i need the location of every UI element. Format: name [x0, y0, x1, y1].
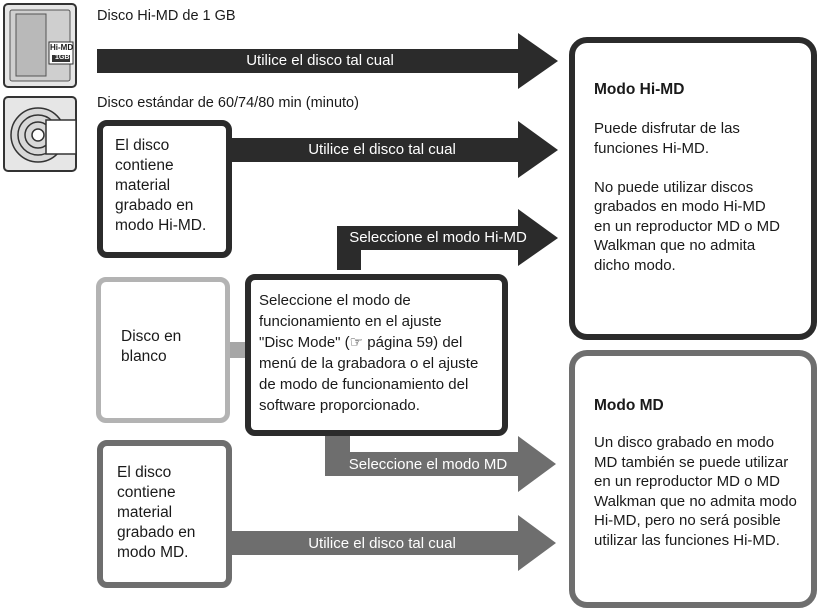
hi-md-disc-arrow — [97, 33, 558, 89]
recorded-hi-md-box — [97, 120, 232, 258]
recorded-md-text: El disco contiene material grabado en mo… — [117, 464, 196, 561]
blank-to-select-connector — [228, 342, 250, 358]
select-mode-text: Seleccione el modo de funcionamiento en … — [259, 292, 479, 414]
select-hi-md-arrow — [337, 209, 558, 270]
hi-md-badge-line2: 1GB — [55, 54, 70, 61]
standard-disc-caption: Disco estándar de 60/74/80 min (minuto) — [97, 95, 359, 111]
md-mode-title: Modo MD — [594, 397, 664, 414]
hi-md-icon-badge-capacity: 1GB — [55, 54, 69, 62]
hi-md-disc-caption: Disco Hi-MD de 1 GB — [97, 8, 236, 24]
select-hi-md-arrow-label: Seleccione el modo Hi-MD — [349, 229, 527, 246]
md-mode-body: Un disco grabado en modo MD también se p… — [594, 434, 797, 549]
recorded-hi-md-text: El disco contiene material grabado en mo… — [115, 137, 207, 234]
select-mode-box — [245, 274, 508, 436]
blank-disc-text: Disco en blanco — [121, 328, 182, 365]
standard-disc-icon — [3, 96, 77, 172]
hi-md-mode-body: Puede disfrutar de las funciones Hi-MD. … — [594, 120, 780, 274]
blank-disc-box — [96, 277, 230, 423]
hi-md-icon-badge: Hi-MD — [50, 43, 73, 52]
recorded-hi-md-arrow-label: Utilice el disco tal cual — [308, 141, 456, 158]
select-md-arrow-label: Seleccione el modo MD — [348, 456, 508, 473]
hi-md-disc-arrow-label: Utilice el disco tal cual — [246, 52, 394, 69]
hi-md-mode-box — [569, 37, 817, 340]
hi-md-disc-icon — [3, 3, 77, 88]
hi-md-badge-line1: Hi-MD — [50, 43, 74, 52]
hi-md-mode-title: Modo Hi-MD — [594, 81, 685, 98]
recorded-md-box — [97, 440, 232, 588]
recorded-hi-md-arrow — [230, 121, 558, 178]
recorded-md-arrow — [232, 515, 556, 571]
select-md-arrow — [325, 434, 556, 492]
md-mode-box — [569, 350, 817, 608]
recorded-md-arrow-label: Utilice el disco tal cual — [308, 535, 456, 552]
